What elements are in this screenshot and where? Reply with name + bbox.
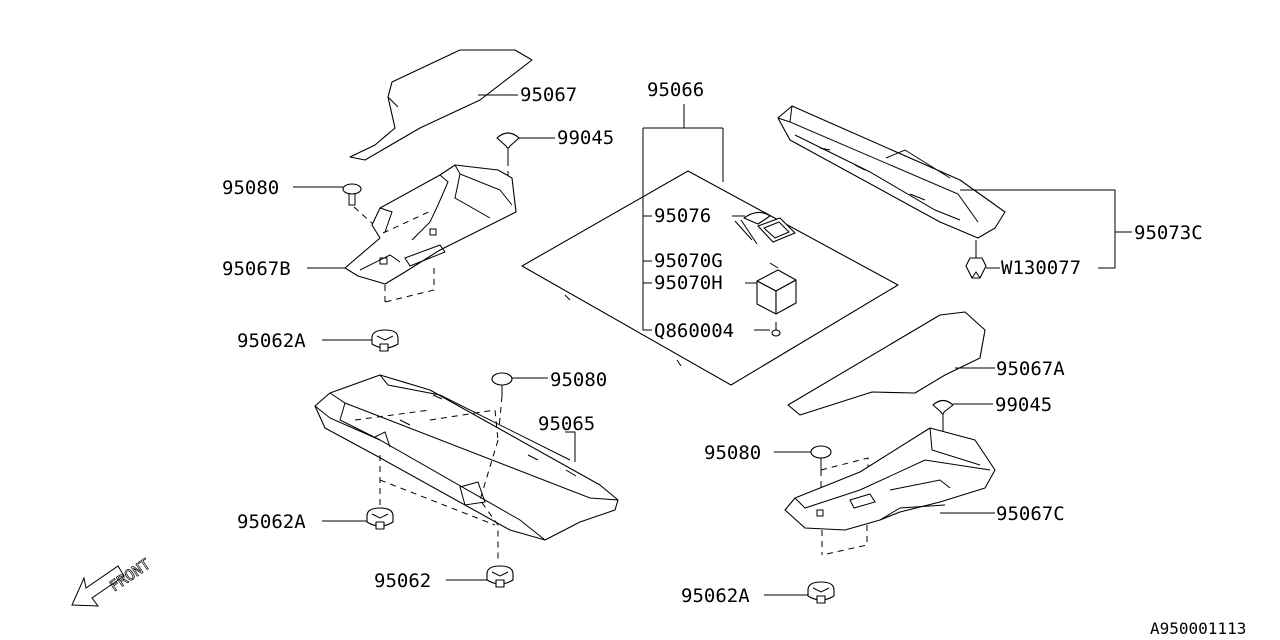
clip-95080-left-part: [342, 183, 362, 206]
label-95065: 95065: [538, 413, 595, 435]
label-99045-right: 99045: [995, 394, 1052, 416]
clip-95080-right-part: [810, 445, 832, 470]
tray-95067B-part: [344, 164, 517, 285]
clip-99045-right-part: [932, 399, 954, 428]
clip-99045-top-part: [496, 132, 520, 160]
label-95067B: 95067B: [222, 258, 291, 280]
front-direction-arrow: FRONT: [71, 555, 154, 607]
label-99045-top: 99045: [557, 127, 614, 149]
mat-95067A-part: [787, 311, 986, 416]
label-95080-center: 95080: [550, 369, 607, 391]
label-95070G: 95070G: [654, 250, 723, 272]
tray-95067C-part: [784, 427, 996, 531]
label-95070H: 95070H: [654, 272, 723, 294]
label-95066: 95066: [647, 79, 704, 101]
label-95080-left: 95080: [222, 177, 279, 199]
clip-95080-center-part: [491, 372, 513, 396]
cap-95076-part: [743, 211, 796, 243]
screw-Q860004-part: [771, 322, 781, 337]
diagram-code: A950001113: [1150, 619, 1246, 638]
label-95080-right: 95080: [704, 442, 761, 464]
clip-95062A-center-part: [366, 507, 394, 530]
floor-mat-95066-part: [521, 170, 899, 386]
label-95062A-center: 95062A: [237, 511, 306, 533]
label-95073C: 95073C: [1134, 222, 1203, 244]
box-95070H-part: [756, 262, 797, 315]
label-95067: 95067: [520, 84, 577, 106]
clip-W130077-part: [965, 240, 987, 279]
label-95062A-left: 95062A: [237, 330, 306, 352]
label-Q860004: Q860004: [654, 320, 734, 342]
clip-95062A-right-part: [807, 581, 835, 604]
label-95076: 95076: [654, 205, 711, 227]
label-95062A-right: 95062A: [681, 585, 750, 607]
label-95062: 95062: [374, 570, 431, 592]
trim-95073C-part: [777, 105, 1006, 239]
clip-95062-part: [486, 565, 514, 588]
label-95067A: 95067A: [996, 358, 1065, 380]
label-W130077: W130077: [1001, 257, 1081, 279]
clip-95062A-left-part: [371, 329, 399, 352]
mat-95067-part: [349, 49, 533, 161]
panel-95065-part: [314, 374, 619, 541]
label-95067C: 95067C: [996, 503, 1065, 525]
front-label: FRONT: [106, 555, 154, 595]
